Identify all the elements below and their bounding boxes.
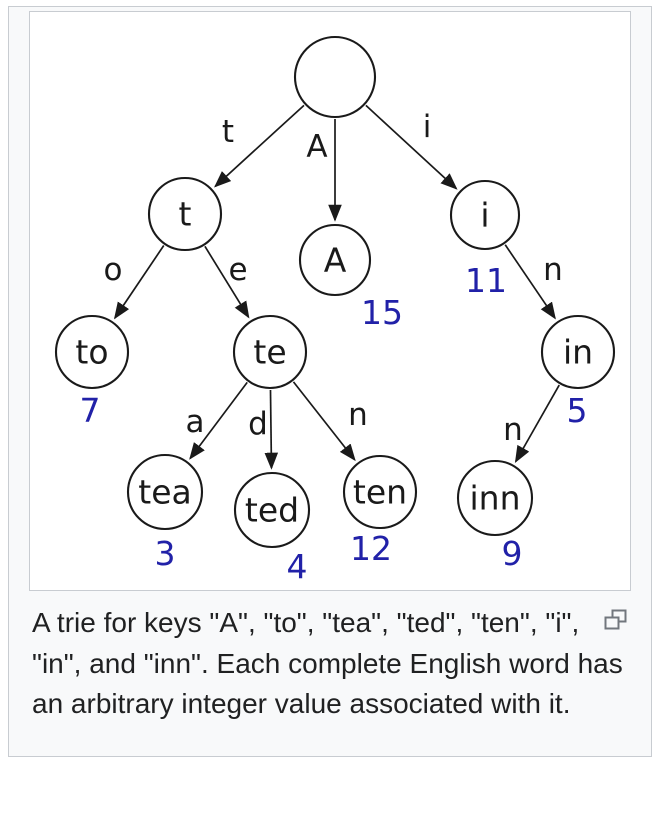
edge-label-e: e (228, 252, 247, 288)
trie-edge-te-tea (189, 381, 248, 460)
node-value-tea: 3 (155, 534, 176, 573)
trie-edge-te-ten (292, 381, 356, 462)
trie-node-root (293, 35, 377, 119)
trie-node-to (54, 314, 130, 390)
trie-edge-in-inn (514, 384, 560, 463)
trie-node-i (449, 179, 521, 251)
trie-node-A (298, 223, 372, 297)
trie-edge-i-in (504, 244, 556, 320)
figure-caption: A trie for keys "A", "to", "tea", "ted",… (12, 591, 648, 753)
node-label-tea: tea (138, 473, 191, 512)
caption-text: A trie for keys "A", "to", "tea", "ted",… (32, 607, 623, 720)
node-label-A: A (324, 241, 347, 280)
node-label-te: te (253, 333, 286, 372)
node-label-ted: ted (245, 491, 299, 530)
edge-label-A: A (306, 129, 327, 165)
trie-edge-te-ted (264, 389, 279, 470)
trie-node-te (232, 314, 308, 390)
node-value-to: 7 (80, 391, 101, 430)
node-value-A: 15 (361, 293, 403, 332)
edge-label-i: i (423, 109, 432, 145)
node-value-ted: 4 (287, 547, 308, 586)
node-label-ten: ten (353, 473, 407, 512)
trie-node-t (147, 176, 223, 252)
trie-edge-t-te (204, 245, 250, 319)
edge-label-d: d (248, 406, 268, 442)
node-value-inn: 9 (502, 534, 523, 573)
node-label-i: i (480, 196, 489, 235)
edge-label-n: n (543, 252, 563, 288)
node-label-t: t (179, 195, 192, 234)
trie-node-ten (342, 454, 418, 530)
node-value-ten: 12 (350, 529, 392, 568)
trie-node-inn (456, 459, 534, 537)
trie-edge-root-i (365, 104, 458, 190)
trie-node-in (540, 314, 616, 390)
trie-edge-t-to (113, 245, 165, 320)
trie-node-ted (233, 471, 311, 549)
edge-label-o: o (104, 252, 123, 288)
trie-edge-root-t (214, 104, 305, 188)
node-label-inn: inn (470, 479, 521, 518)
node-value-in: 5 (567, 391, 588, 430)
node-value-i: 11 (465, 261, 507, 300)
node-label-in: in (563, 333, 593, 372)
node-label-to: to (75, 333, 108, 372)
edge-label-n: n (503, 412, 523, 448)
edge-label-a: a (186, 404, 205, 440)
edge-label-t: t (222, 114, 234, 150)
trie-node-tea (126, 453, 204, 531)
expand-icon[interactable] (604, 609, 628, 631)
edge-label-n: n (348, 397, 368, 433)
